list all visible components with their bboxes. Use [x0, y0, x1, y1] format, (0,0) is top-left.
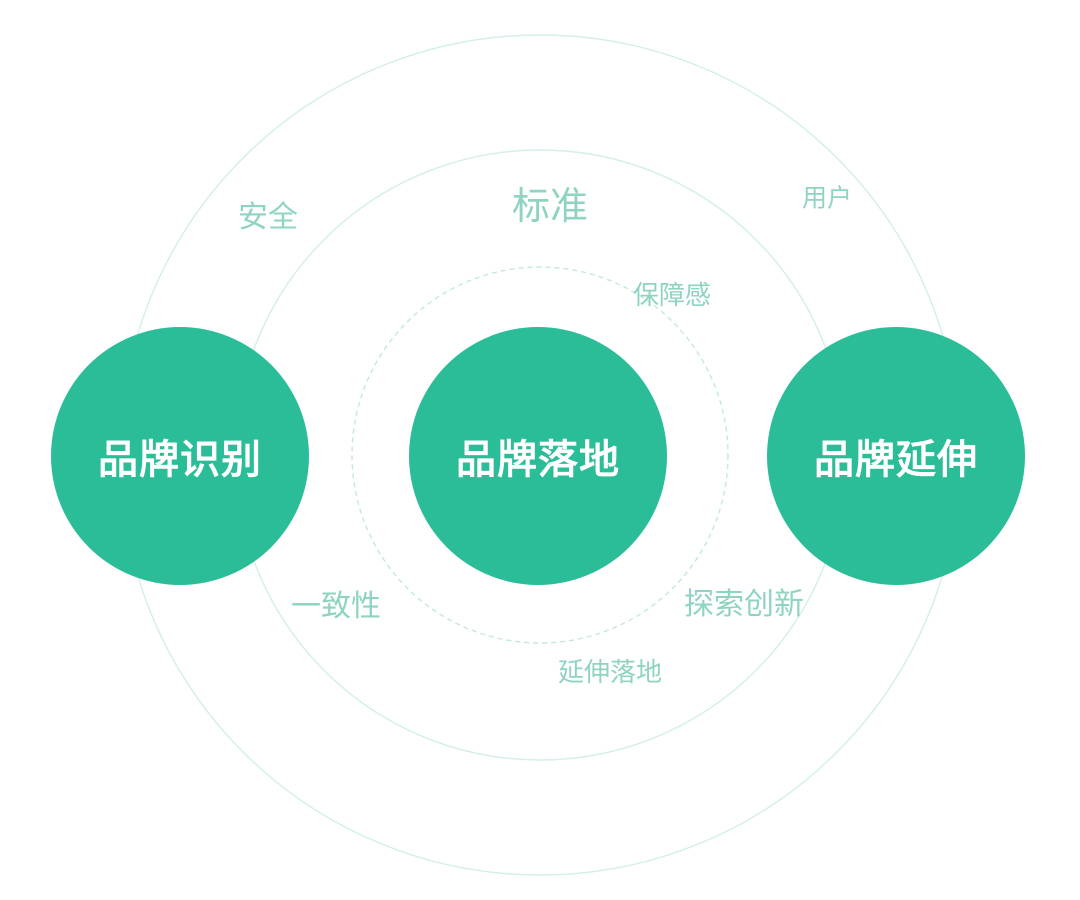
- label-security-sense: 保障感: [632, 281, 712, 311]
- label-extend-land: 延伸落地: [557, 658, 663, 688]
- label-explore-innovate: 探索创新: [684, 587, 804, 622]
- label-standard: 标准: [511, 184, 589, 228]
- label-user: 用户: [801, 183, 853, 213]
- node-brand-identity: 品牌识别: [51, 327, 309, 585]
- node-brand-identity-label: 品牌识别: [98, 437, 262, 483]
- node-brand-landing-label: 品牌落地: [456, 437, 620, 483]
- node-brand-extension-label: 品牌延伸: [814, 437, 978, 483]
- label-consistency: 一致性: [291, 589, 381, 624]
- node-brand-landing: 品牌落地: [409, 327, 667, 585]
- inner-dashed-ring: [351, 266, 729, 644]
- label-safety: 安全: [238, 200, 298, 235]
- node-brand-extension: 品牌延伸: [767, 327, 1025, 585]
